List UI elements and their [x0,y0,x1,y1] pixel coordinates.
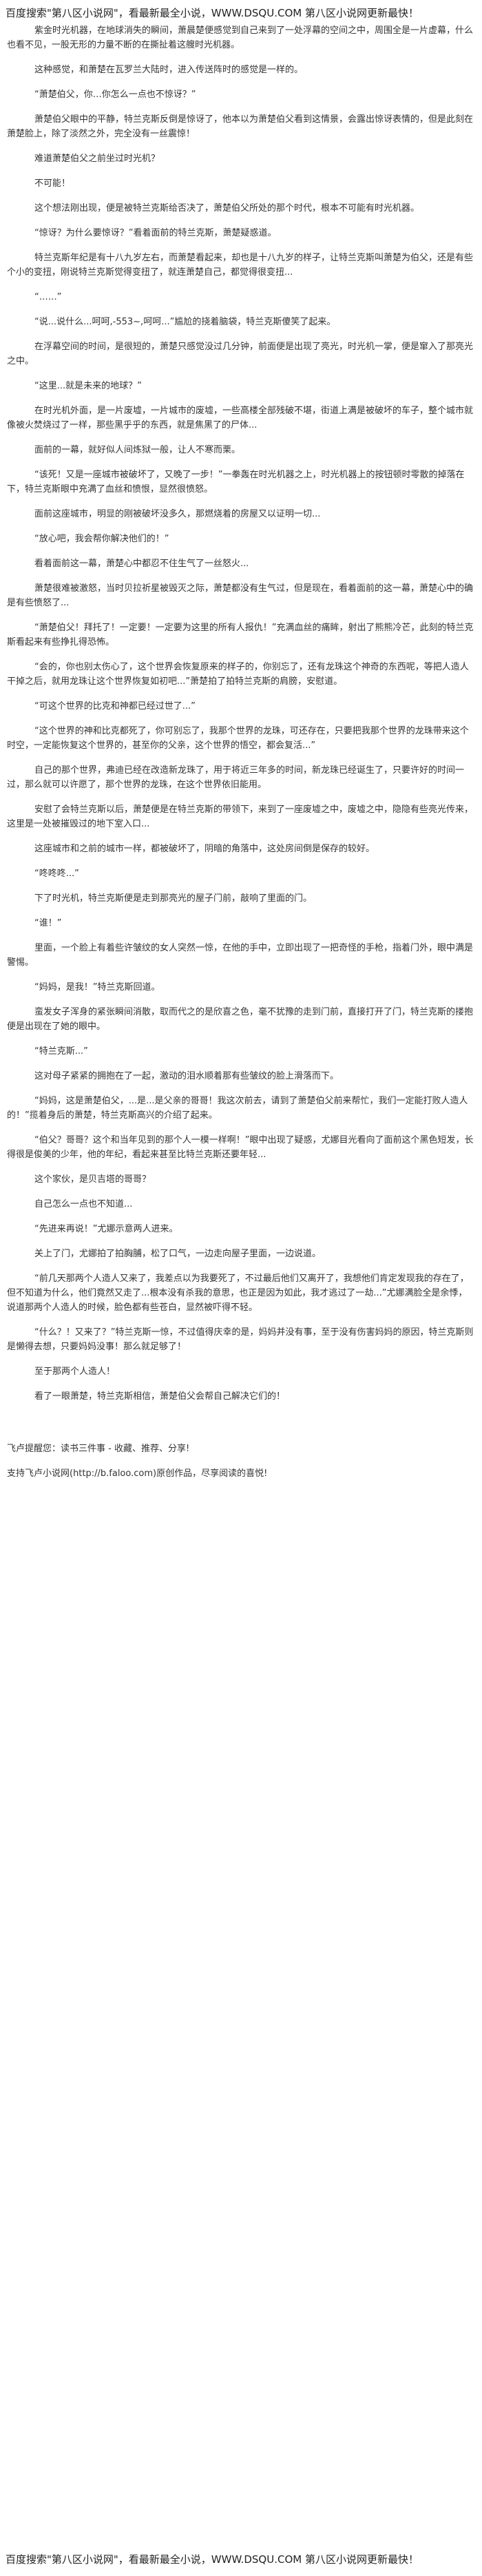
story-paragraph: “谁！” [34,918,62,928]
chapter-content: 紫金时光机器，在地球消失的瞬间，萧晨楚便感觉到自己来到了一处浮幕的空间之中，周围… [0,23,482,2531]
paragraph-list: 紫金时光机器，在地球消失的瞬间，萧晨楚便感觉到自己来到了一处浮幕的空间之中，周围… [0,23,482,1414]
story-paragraph: “特兰克斯...” [34,1046,88,1057]
story-paragraph: 这座城市和之前的城市一样，都被破坏了，阴暗的角落中，这处房间倒是保存的较好。 [34,844,375,854]
story-paragraph: 自己怎么一点也不知道... [34,1199,133,1209]
story-paragraph: “该死！又是一座城市被破坏了，又晚了一步！”一拳轰在时光机器之上，时光机器上的按… [7,470,465,495]
story-paragraph: “伯父？哥哥？这个和当年见到的那个人一模一样啊！”眼中出现了疑惑，尤娜目光看向了… [7,1135,474,1160]
story-paragraph: 不可能！ [34,178,71,189]
story-paragraph: 下了时光机，特兰克斯便是走到那亮光的屋子门前，敲响了里面的门。 [34,893,313,904]
story-paragraph: 自己的那个世界，弗迪已经在改造新龙珠了，用于将近三年多的时间，新龙珠已经诞生了，… [7,765,465,790]
story-paragraph: “妈妈，这是萧楚伯父，...是...是父亲的哥哥！我这次前去，请到了萧楚伯父前来… [7,1096,468,1121]
story-paragraph: 特兰克斯年纪是有十八九岁左右，而萧楚看起来，却也是十八九岁的样子，让特兰克斯叫萧… [7,253,474,278]
story-paragraph: “先进来再说！”尤娜示意两人进来。 [34,1224,178,1234]
story-paragraph: “放心吧，我会帮你解决他们的！” [34,534,169,544]
story-paragraph: 至于那两个人造人！ [34,1367,116,1377]
story-paragraph: 这种感觉，和萧楚在瓦罗兰大陆时，进入传送阵时的感觉是一样的。 [34,65,304,75]
story-paragraph: 紫金时光机器，在地球消失的瞬间，萧晨楚便感觉到自己来到了一处浮幕的空间之中，周围… [7,25,474,50]
story-paragraph: “这里...就是未来的地球？” [34,381,142,391]
site-header-banner: 百度搜索"第八区小说网"，看最新最全小说，WWW.DSQU.COM 第八区小说网… [6,7,419,19]
story-paragraph: 里面，一个脸上有着些许皱纹的女人突然一惊，在他的手中，立即出现了一把奇怪的手枪，… [7,943,474,968]
story-paragraph: “萧楚伯父，你…你怎么一点也不惊讶？” [34,90,196,100]
story-paragraph: “……” [34,292,62,302]
story-paragraph: 安慰了会特兰克斯以后，萧楚便是在特兰克斯的带领下，来到了一座废墟之中，废墟之中，… [7,804,474,829]
story-paragraph: 面前的一幕，就好似人间炼狱一般，让人不寒而栗。 [34,445,241,455]
story-paragraph: “可这个世界的比克和神都已经过世了...” [34,701,196,711]
story-paragraph: 看着面前这一幕，萧楚心中都忍不住生气了一丝怒火... [34,559,249,569]
story-paragraph: “会的，你也别太伤心了，这个世界会恢复原来的样子的，你别忘了，还有龙珠这个神奇的… [7,662,469,687]
story-paragraph: 关上了门，尤娜拍了拍胸脯，松了口气，一边走向屋子里面，一边说道。 [34,1249,322,1259]
story-paragraph: 萧楚伯父眼中的平静，特兰克斯反倒是惊讶了，他本以为萧楚伯父看到这情景，会露出惊讶… [7,114,474,139]
story-paragraph: 这个想法刚出现，便是被特兰克斯给否决了，萧楚伯父所处的那个时代，根本不可能有时光… [34,203,420,214]
story-paragraph: “前几天那两个人造人又来了，我差点以为我要死了，不过最后他们又离开了，我想他们肯… [7,1274,469,1313]
story-paragraph: “惊讶？为什么要惊讶？”看着面前的特兰克斯，萧楚疑惑道。 [34,228,277,238]
story-paragraph: 在浮幕空间的时间，是很短的，萧楚只感觉没过几分钟，前面便是出现了亮光，时光机一掌… [7,342,474,366]
support-notice: 支持飞卢小说网(http://b.faloo.com)原创作品，尽享阅读的喜悦! [7,1468,268,1479]
story-paragraph: “这个世界的神和比克都死了，你可别忘了，我那个世界的龙珠，可还存在，只要把我那个… [7,726,469,751]
story-paragraph: “说...说什么...呵呵,-553~,呵呵...”尴尬的挠着脑袋，特兰克斯傻笑… [34,317,336,327]
story-paragraph: 在时光机外面，是一片废墟，一片城市的废墟，一些高楼全部残破不堪，街道上满是被破坏… [7,406,474,430]
story-paragraph: 这对母子紧紧的拥抱在了一起，激动的泪水顺着那有些皱纹的脸上滑落而下。 [34,1071,339,1081]
story-paragraph: 这个家伙，是贝吉塔的哥哥？ [34,1174,151,1185]
story-paragraph: 蛮发女子浑身的紧张瞬间消散，取而代之的是欣喜之色，毫不犹豫的走到门前，直接打开了… [7,1007,474,1032]
share-notice: 飞卢提醒您：读书三件事 - 收藏、推荐、分享! [7,1444,190,1454]
story-paragraph: 面前这座城市，明显的刚被破坏没多久，那燃烧着的房屋又以证明一切... [34,509,321,519]
site-footer-banner: 百度搜索"第八区小说网"，看最新最全小说，WWW.DSQU.COM 第八区小说网… [6,2553,419,2566]
story-paragraph: 萧楚很难被激怒，当时贝拉祈星被毁灭之际，萧楚都没有生气过，但是现在，看着面前的这… [7,583,474,608]
story-paragraph: 难道萧楚伯父之前坐过时光机？ [34,154,160,164]
story-paragraph: “妈妈，是我！”特兰克斯回道。 [34,982,160,993]
story-paragraph: 看了一眼萧楚，特兰克斯相信，萧楚伯父会帮自己解决它们的！ [34,1391,286,1402]
story-paragraph: “什么？！又来了？”特兰克斯一惊，不过值得庆幸的是，妈妈并没有事，至于没有伤害妈… [7,1327,474,1352]
story-paragraph: “萧楚伯父！拜托了！一定要！一定要为这里的所有人报仇！”充满血丝的痛眸，射出了熊… [7,623,474,647]
story-paragraph: “咚咚咚...” [34,869,79,879]
